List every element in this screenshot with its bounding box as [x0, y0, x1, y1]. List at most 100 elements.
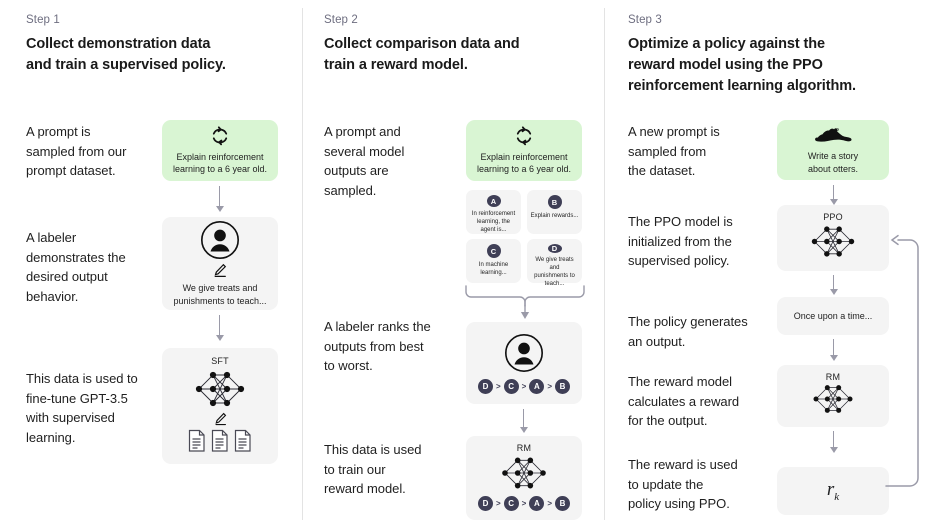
step-1-prompt-card: Explain reinforcement learning to a 6 ye…	[162, 120, 278, 181]
step-2-rm-card: RM D > C > A	[466, 436, 582, 520]
documents-icon	[187, 429, 253, 453]
step-2-column: Step 2 Collect comparison data and train…	[302, 0, 604, 531]
step-2-label: Step 2	[324, 14, 358, 26]
output-text-b: Explain rewards...	[530, 213, 579, 219]
rm-rank-chip-4: B	[555, 496, 570, 511]
output-chip-d: D	[547, 244, 562, 253]
feedback-loop-arrow	[884, 232, 929, 494]
person-icon	[200, 220, 240, 260]
step-1-title-line2: and train a supervised policy.	[26, 57, 226, 73]
step-3-title-line1: Optimize a policy against the	[628, 36, 825, 52]
arrow-down-3c	[829, 339, 838, 361]
step-1-labeler-caption: We give treats and punishments to teach.…	[173, 283, 267, 306]
step-3-title-line3: reinforcement learning algorithm.	[628, 78, 856, 94]
step-3-title: Optimize a policy against the reward mod…	[628, 34, 918, 97]
step-1-title-line1: Collect demonstration data	[26, 36, 211, 52]
reward-value: rk	[827, 479, 839, 503]
neural-network-icon	[497, 454, 551, 492]
pencil-icon	[212, 262, 228, 278]
rm-rank-gt-3: >	[547, 499, 552, 508]
step-2-title-line1: Collect comparison data and	[324, 36, 520, 52]
output-card-b: B Explain rewards...	[527, 190, 582, 234]
neural-network-icon	[809, 382, 857, 416]
step-3-column: Step 3 Optimize a policy against the rew…	[604, 0, 931, 531]
step-2-ranking: D > C > A > B	[477, 378, 570, 394]
step-2-text-3: This data is used to train our reward mo…	[324, 442, 422, 496]
step-3-rm-title: RM	[825, 372, 841, 382]
pencil-icon	[213, 411, 228, 426]
rm-rank-gt-2: >	[521, 499, 527, 508]
rank-chip-1: D	[477, 378, 493, 394]
step-2-rm-ranking: D > C > A > B	[477, 496, 570, 511]
otter-icon	[813, 125, 853, 145]
rank-gt-1: >	[495, 381, 501, 391]
arrow-down-3d	[829, 431, 838, 453]
rank-gt-3: >	[547, 381, 552, 391]
arrow-down-3b	[829, 275, 838, 295]
step-1-text-3: This data is used to fine-tune GPT-3.5 w…	[26, 371, 138, 445]
output-card-c: C In machine learning...	[466, 239, 521, 283]
rank-chip-3: A	[529, 378, 545, 394]
step-3-rm-card: RM	[777, 365, 889, 427]
person-icon	[504, 333, 544, 373]
column-divider-1	[302, 8, 303, 520]
arrow-down-3a	[829, 185, 838, 205]
step-3-text-4: The reward model calculates a reward for…	[628, 374, 740, 428]
rm-rank-gt-1: >	[495, 499, 501, 508]
rm-rank-chip-3: A	[529, 496, 545, 511]
step-1-sft-title: SFT	[211, 356, 229, 366]
rank-gt-2: >	[521, 381, 527, 391]
rm-rank-chip-1: D	[477, 496, 493, 511]
step-1-labeler-card: We give treats and punishments to teach.…	[162, 217, 278, 310]
step-2-prompt-caption: Explain reinforcement learning to a 6 ye…	[476, 151, 572, 175]
step-2-title: Collect comparison data and train a rewa…	[324, 34, 594, 76]
step-3-text-3: The policy generates an output.	[628, 314, 748, 349]
step-3-prompt-card: Write a story about otters.	[777, 120, 889, 180]
step-1-label: Step 1	[26, 14, 60, 26]
step-2-labeler-card: D > C > A > B	[466, 322, 582, 404]
step-3-output-caption: Once upon a time...	[793, 310, 873, 321]
output-chip-a: A	[486, 195, 501, 207]
step-2-prompt-card: Explain reinforcement learning to a 6 ye…	[466, 120, 582, 181]
merge-brace-icon	[464, 284, 586, 320]
step-3-prompt-caption: Write a story about otters.	[807, 151, 859, 174]
step-3-ppo-title: PPO	[823, 212, 843, 222]
step-1-text-2: A labeler demonstrates the desired outpu…	[26, 230, 126, 304]
step-3-text-1: A new prompt is sampled from the dataset…	[628, 124, 720, 178]
step-1-title: Collect demonstration data and train a s…	[26, 34, 286, 76]
output-chip-b: B	[547, 195, 562, 209]
rm-rank-chip-2: C	[503, 496, 519, 511]
cycle-icon	[210, 125, 230, 146]
step-2-title-line2: train a reward model.	[324, 57, 468, 73]
step-1-sft-card: SFT	[162, 348, 278, 464]
arrow-down-2a	[519, 409, 528, 433]
step-2-text-2: A labeler ranks the outputs from best to…	[324, 319, 431, 373]
rank-chip-4: B	[555, 378, 570, 394]
rank-chip-2: C	[503, 378, 519, 394]
step-2-rm-title: RM	[516, 443, 532, 453]
output-card-a: A In reinforcement learning, the agent i…	[466, 190, 521, 234]
output-card-d: D We give treats and punishments to teac…	[527, 239, 582, 287]
reward-subscript: k	[834, 490, 840, 503]
step-3-label: Step 3	[628, 14, 662, 26]
step-2-text-1: A prompt and several model outputs are s…	[324, 124, 405, 198]
step-1-text-1: A prompt is sampled from our prompt data…	[26, 124, 127, 178]
step-1-prompt-caption: Explain reinforcement learning to a 6 ye…	[172, 151, 268, 175]
cycle-icon	[514, 125, 534, 146]
step-3-text-5: The reward is used to update the policy …	[628, 457, 738, 511]
reward-symbol: r	[826, 479, 835, 501]
arrow-down-1b	[215, 315, 224, 341]
step-3-text-2: The PPO model is initialized from the su…	[628, 214, 733, 268]
neural-network-icon	[191, 368, 249, 410]
step-3-title-line2: reward model using the PPO	[628, 57, 823, 73]
step-3-output-card: Once upon a time...	[777, 297, 889, 335]
output-chip-c: C	[486, 244, 501, 258]
output-text-a: In reinforcement learning, the agent is.…	[471, 211, 516, 233]
step-3-reward-card: rk	[777, 467, 889, 515]
arrow-down-1a	[215, 186, 224, 212]
output-text-c: In machine learning...	[478, 262, 509, 276]
step-3-ppo-card: PPO	[777, 205, 889, 271]
step-1-column: Step 1 Collect demonstration data and tr…	[0, 0, 302, 531]
column-divider-2	[604, 8, 605, 520]
